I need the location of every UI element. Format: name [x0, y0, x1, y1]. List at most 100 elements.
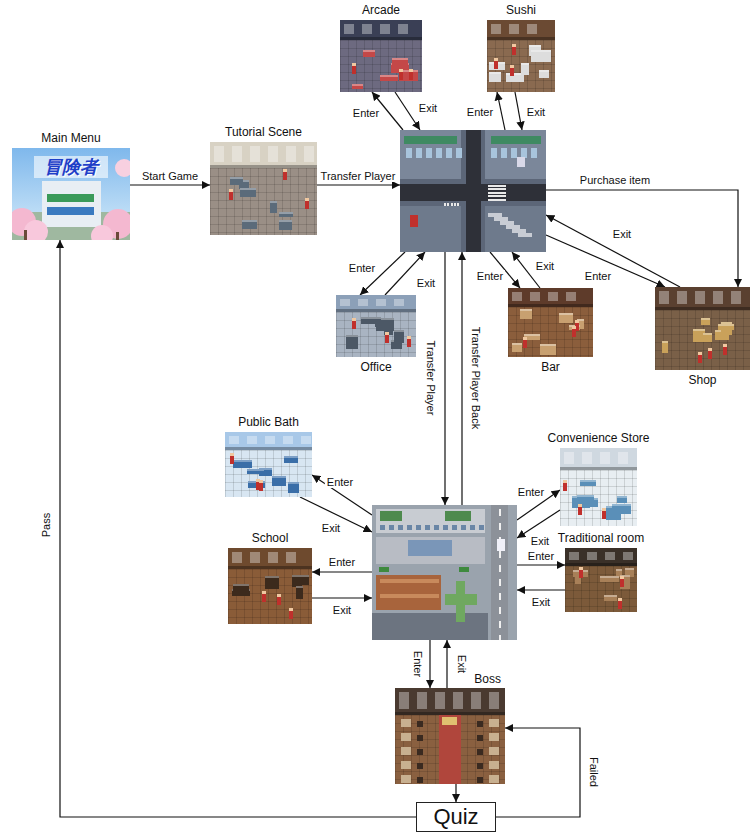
scene-pixel: [620, 579, 624, 587]
scene-pixel: [410, 215, 418, 227]
scene-pixel: [662, 341, 668, 353]
scene-pixel: [491, 136, 541, 144]
scene-pixel: [394, 330, 404, 343]
scene-pixel: [336, 312, 337, 357]
scene-pixel: [445, 594, 477, 605]
scene-pixel: [577, 495, 594, 507]
scene-pixel: [426, 148, 432, 158]
scene-pixel: [436, 148, 442, 158]
scene-node: Sushi: [487, 20, 555, 92]
scene-pixel: [380, 594, 439, 598]
scene-pixel: [529, 45, 541, 47]
edge-label: Exit: [534, 260, 556, 272]
scene-pixel: [286, 146, 296, 162]
edge-label: Exit: [611, 228, 633, 240]
scene-pixel: [489, 692, 499, 709]
scene-pixel: [602, 511, 606, 519]
edge-label: Exit: [529, 535, 551, 547]
scene-pixel: [452, 525, 457, 530]
scene-pixel: [499, 579, 501, 586]
scene-node: Shop: [655, 287, 750, 370]
scene-pixel: [698, 352, 702, 355]
scene-node: Public Bath: [225, 432, 312, 497]
scene-pixel: [508, 288, 593, 307]
scene-pixel: [512, 44, 516, 47]
scene-thumbnail: [225, 432, 312, 497]
scene-thumbnail: [487, 20, 555, 92]
scene-pixel: [442, 717, 457, 725]
flow-arrow: [429, 640, 430, 688]
scene-pixel: [655, 287, 750, 370]
scene-pixel: [380, 75, 398, 81]
scene-pixel: [560, 478, 637, 479]
scene-pixel: [225, 447, 312, 450]
scene-pixel: [228, 569, 312, 570]
scene-pixel: [677, 291, 687, 304]
scene-pixel: [233, 584, 249, 586]
edge-label: Exit: [525, 106, 547, 118]
scene-pixel: [491, 148, 497, 158]
scene-pixel: [698, 355, 702, 363]
scene-pixel: [247, 469, 264, 474]
flow-arrow: [312, 475, 372, 515]
scene-pixel: [512, 229, 526, 233]
scene-pixel: [477, 749, 483, 755]
scene-thumbnail: [395, 688, 505, 784]
scene-name: Office: [360, 360, 391, 374]
scene-pixel: [379, 567, 389, 572]
scene-pixel: [228, 617, 312, 618]
scene-pixel: [499, 621, 501, 628]
scene-pixel: [579, 570, 583, 578]
scene-pixel: [358, 299, 368, 306]
scene-pixel: [524, 334, 540, 336]
scene-pixel: [655, 318, 750, 319]
scene-pixel: [233, 460, 252, 462]
scene-node: Bar: [508, 288, 593, 357]
scene-pixel: [489, 747, 499, 755]
flow-arrow: [496, 728, 580, 817]
scene-pixel: [417, 763, 423, 769]
scene-pixel: [718, 324, 734, 330]
scene-pixel: [489, 733, 499, 741]
scene-pixel: [500, 221, 514, 225]
scene-pixel: [225, 432, 312, 497]
scene-pixel: [401, 747, 411, 755]
scene-pixel: [210, 142, 317, 168]
scene-thumbnail: [210, 142, 317, 235]
scene-pixel: [446, 148, 452, 158]
scene-pixel: [510, 65, 514, 68]
scene-name: Bar: [541, 360, 560, 374]
edge-label: Failed: [588, 755, 600, 789]
scene-pixel: [662, 341, 668, 343]
scene-pixel: [299, 575, 309, 577]
scene-node: Boss: [395, 688, 505, 784]
scene-pixel: [406, 148, 412, 158]
scene-pixel: [456, 148, 462, 158]
scene-pixel: [597, 566, 598, 612]
scene-pixel: [336, 352, 416, 353]
scene-pixel: [376, 575, 441, 610]
scene-pixel: [563, 480, 567, 483]
scene-pixel: [655, 358, 750, 359]
scene-pixel: [427, 715, 428, 784]
flow-arrow: [444, 252, 445, 505]
scene-pixel: [247, 436, 257, 444]
scene-pixel: [116, 232, 119, 240]
scene-node: Main Menu冒険者: [12, 148, 130, 240]
scene-pixel: [376, 299, 386, 306]
scene-thumbnail: [228, 548, 312, 624]
scene-pixel: [565, 566, 637, 567]
scene-pixel: [605, 566, 606, 612]
scene-pixel: [489, 719, 499, 727]
scene-pixel: [417, 735, 423, 741]
scene-pixel: [268, 552, 278, 563]
scene-pixel: [229, 436, 239, 444]
scene-pixel: [488, 185, 506, 187]
scene-pixel: [401, 761, 411, 769]
scene-pixel: [344, 24, 354, 34]
scene-pixel: [489, 72, 501, 82]
edge-label: Exit: [415, 277, 437, 289]
scene-pixel: [289, 608, 293, 611]
scene-pixel: [499, 607, 501, 614]
